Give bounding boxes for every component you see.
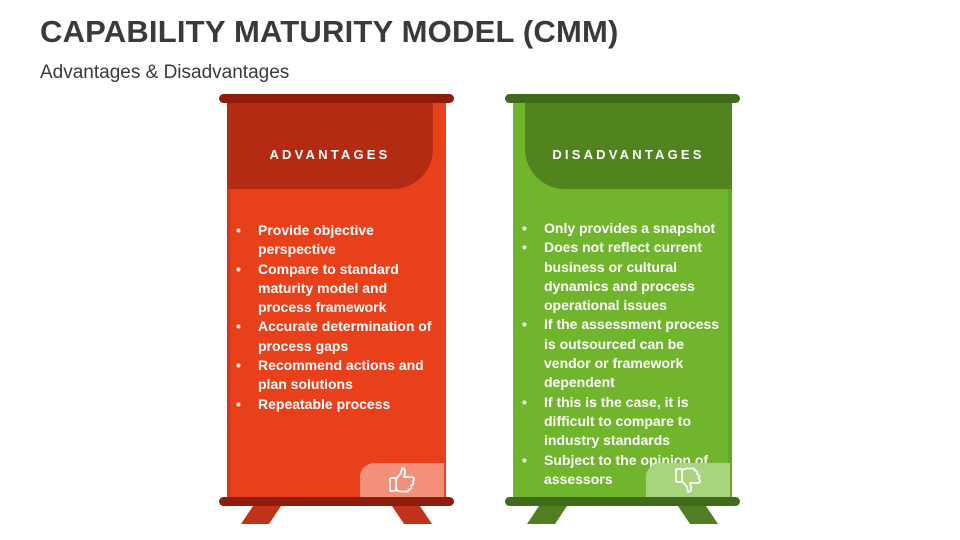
disadvantages-banner: DISADVANTAGES Only provides a snapshot D… bbox=[505, 94, 745, 540]
thumbs-up-icon bbox=[389, 467, 415, 493]
banner-top-bar bbox=[219, 94, 454, 103]
list-item: Repeatable process bbox=[234, 395, 442, 415]
list-item: Only provides a snapshot bbox=[520, 219, 732, 239]
banner-bottom-bar bbox=[505, 497, 740, 506]
advantages-banner: ADVANTAGES Provide objective perspective… bbox=[219, 94, 459, 540]
thumbs-down-box bbox=[646, 463, 730, 497]
advantages-header: ADVANTAGES bbox=[227, 103, 433, 189]
page-title: CAPABILITY MATURITY MODEL (CMM) bbox=[40, 14, 619, 49]
banner-top-bar bbox=[505, 94, 740, 103]
banner-bottom-bar bbox=[219, 497, 454, 506]
stand-leg-right bbox=[392, 506, 432, 524]
list-item: Recommend actions and plan solutions bbox=[234, 356, 442, 395]
page-subtitle: Advantages & Disadvantages bbox=[40, 62, 290, 83]
list-item: If this is the case, it is difficult to … bbox=[520, 393, 732, 451]
thumbs-up-box bbox=[360, 463, 444, 497]
list-item: Does not reflect current business or cul… bbox=[520, 238, 732, 315]
thumbs-down-icon bbox=[675, 467, 701, 493]
disadvantages-heading: DISADVANTAGES bbox=[552, 147, 705, 162]
list-item: Provide objective perspective bbox=[234, 221, 442, 260]
disadvantages-list: Only provides a snapshot Does not reflec… bbox=[520, 219, 732, 489]
stand-leg-right bbox=[678, 506, 718, 524]
stand-leg-left bbox=[241, 506, 281, 524]
panel-edge bbox=[227, 103, 231, 497]
stand-leg-left bbox=[527, 506, 567, 524]
list-item: If the assessment process is outsourced … bbox=[520, 315, 732, 392]
disadvantages-header: DISADVANTAGES bbox=[525, 103, 732, 189]
advantages-list: Provide objective perspective Compare to… bbox=[234, 221, 442, 414]
list-item: Compare to standard maturity model and p… bbox=[234, 260, 442, 318]
list-item: Accurate determination of process gaps bbox=[234, 317, 442, 356]
advantages-heading: ADVANTAGES bbox=[269, 147, 391, 162]
